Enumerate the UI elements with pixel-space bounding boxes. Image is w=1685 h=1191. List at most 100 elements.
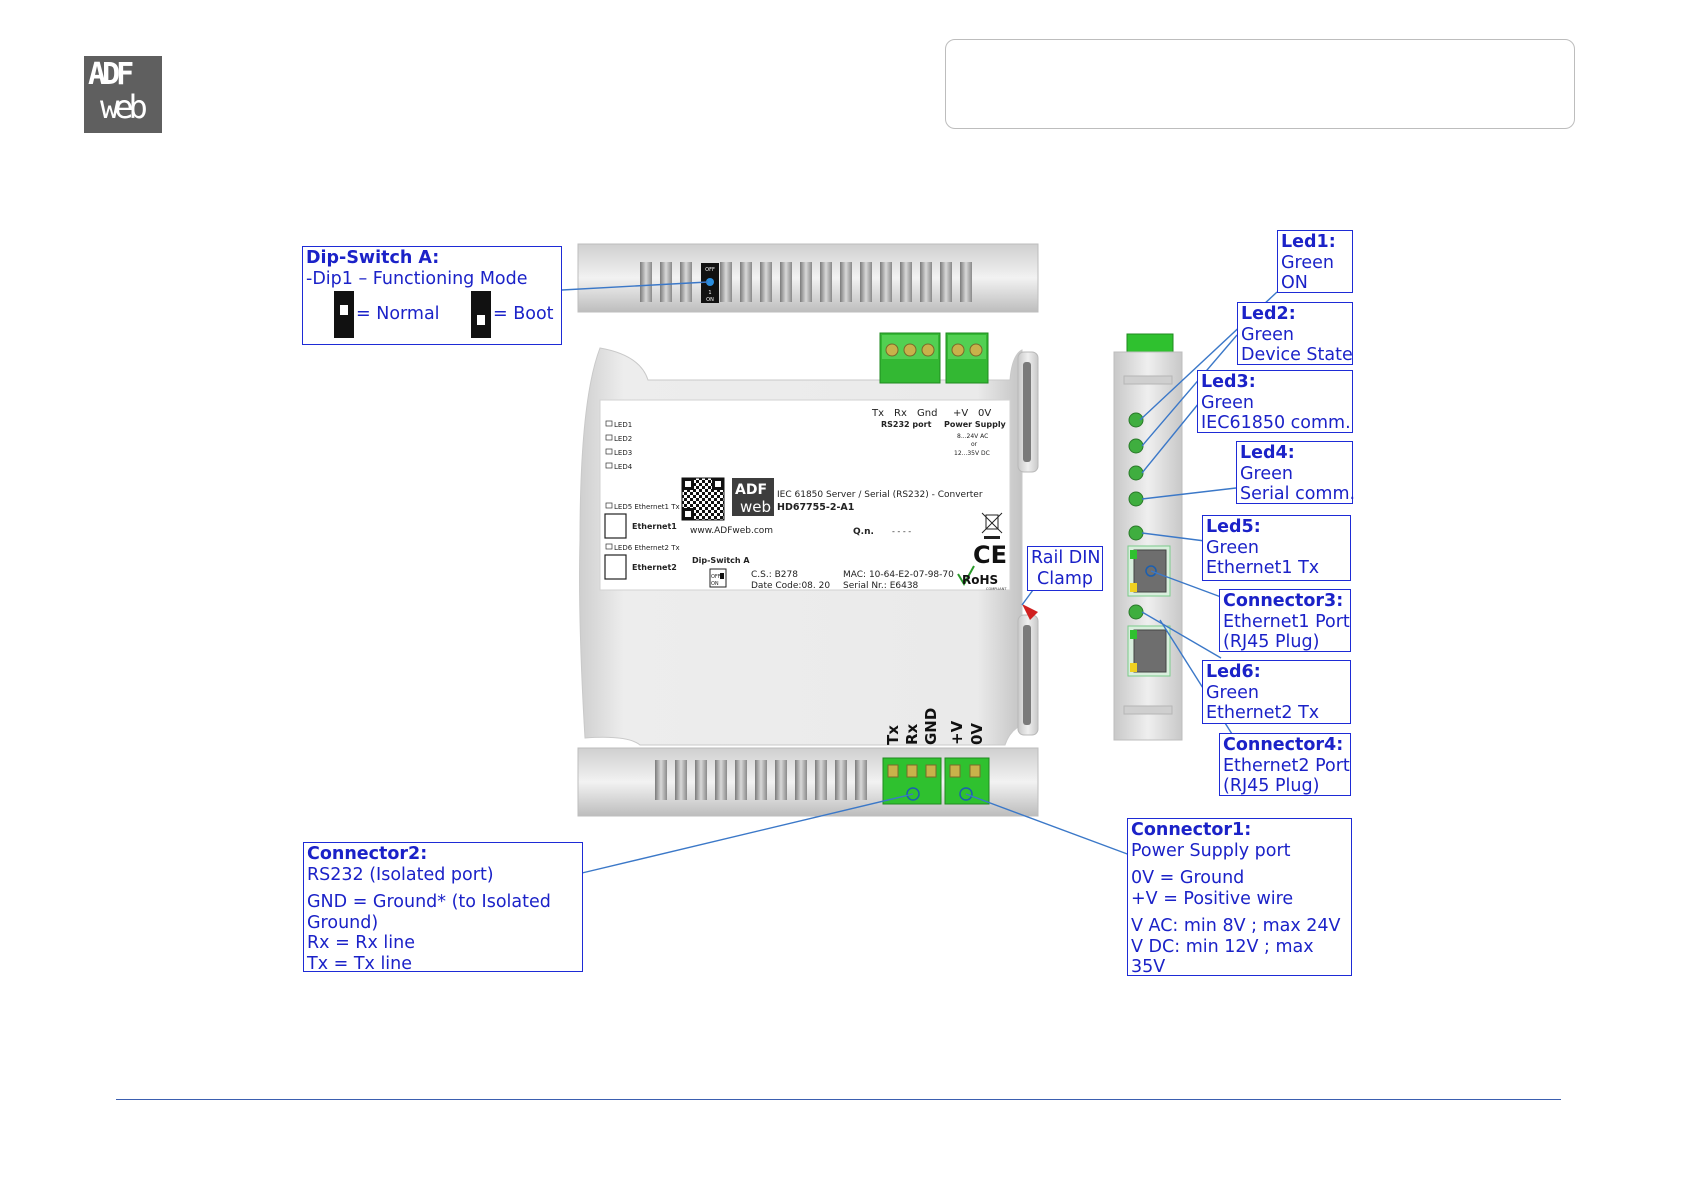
label-term-0v: 0V — [978, 408, 991, 419]
label-rohs: RoHS — [962, 573, 998, 587]
footer-divider — [116, 1099, 1561, 1100]
label-ps-dc: 12...35V DC — [954, 450, 990, 457]
top-dip-num: 1 — [708, 290, 711, 296]
callout-rail-din-line2: Clamp — [1037, 568, 1093, 589]
callout-connector1-line5: V DC: min 12V ; max — [1131, 936, 1314, 957]
dip-boot-label: = Boot — [493, 304, 554, 324]
callout-connector2-line2: GND = Ground* (to Isolated — [307, 892, 551, 912]
label-qn: Q.n. — [853, 527, 874, 537]
side-rj45-port-1 — [1127, 545, 1171, 597]
callout-connector2-line1: RS232 (Isolated port) — [307, 864, 494, 885]
front-terminal-block-power — [945, 332, 989, 384]
label-weee-icon — [981, 512, 1003, 539]
label-term-tx: Tx — [871, 408, 884, 419]
callout-led3-title: Led3: — [1201, 372, 1256, 392]
callout-connector3-line1: Ethernet1 Port — [1223, 611, 1350, 632]
callout-led4-line2: Serial comm. — [1240, 484, 1356, 504]
label-ethernet2: Ethernet2 — [632, 563, 677, 572]
top-dip-off: OFF — [705, 267, 715, 273]
callout-dip-switch-modes: = Normal = Boot — [306, 289, 558, 341]
callout-dip-switch-title: Dip-Switch A: — [306, 248, 440, 268]
dip-normal-icon — [334, 291, 354, 338]
callout-rail-din-line1: Rail DIN — [1031, 548, 1101, 568]
callout-led5: Led5: Green Ethernet1 Tx — [1202, 515, 1351, 581]
label-logo-line1: ADF — [735, 482, 767, 498]
callout-led1-line2: ON — [1281, 273, 1308, 293]
callout-led4-line1: Green — [1240, 463, 1293, 484]
label-ethernet1: Ethernet1 — [632, 522, 677, 531]
callout-led2-title: Led2: — [1241, 304, 1296, 324]
label-led1: LED1 — [614, 421, 632, 429]
callout-rail-din: Rail DIN Clamp — [1027, 546, 1103, 591]
callout-led2-line2: Device State — [1241, 345, 1353, 365]
bottom-vent-fins — [655, 760, 867, 800]
callout-connector2-line5: Tx = Tx line — [307, 953, 413, 974]
callout-connector3-line2: (RJ45 Plug) — [1223, 632, 1320, 652]
callout-connector2-line4: Rx = Rx line — [307, 933, 415, 953]
label-qr-code — [681, 477, 725, 521]
callout-led1: Led1: Green ON — [1277, 230, 1353, 293]
label-rohs-mark: RoHS COMPLIANT — [957, 565, 1007, 591]
callout-led4: Led4: Green Serial comm. — [1236, 441, 1356, 504]
top-dip-on: ON — [706, 297, 714, 303]
device-label — [599, 399, 1011, 591]
front-terminal-block-rs232 — [879, 332, 941, 384]
side-rj45-port-2 — [1127, 625, 1171, 677]
label-dip-switch: Dip-Switch A — [692, 556, 750, 565]
device-bottom-view: Tx Rx GND +V 0V — [577, 708, 1039, 817]
adfweb-logo: ADF web — [84, 56, 162, 133]
callout-led4-title: Led4: — [1240, 443, 1295, 463]
side-leds — [1128, 412, 1144, 620]
callout-connector1-line3: +V = Positive wire — [1131, 888, 1294, 909]
callout-connector2-title: Connector2: — [307, 844, 428, 864]
label-led4: LED4 — [614, 463, 633, 471]
label-power-supply: Power Supply — [944, 420, 1007, 429]
callout-led6-line1: Green — [1206, 682, 1259, 703]
callout-led2-line1: Green — [1241, 324, 1294, 345]
label-ps-or: or — [971, 441, 978, 448]
bottom-term-0v: 0V — [968, 723, 986, 745]
bottom-term-rx: Rx — [903, 723, 921, 745]
label-led6: LED6 Ethernet2 Tx — [614, 544, 680, 552]
callout-led2: Led2: Green Device State — [1237, 302, 1353, 365]
callout-connector2: Connector2: RS232 (Isolated port) GND = … — [303, 842, 583, 974]
callout-led3-line1: Green — [1201, 392, 1254, 413]
callout-connector1-line6: 35V — [1131, 957, 1166, 977]
callout-dip-switch-line1: -Dip1 – Functioning Mode — [306, 268, 528, 289]
label-date-code: Date Code:08. 20 — [751, 581, 830, 591]
callout-led3: Led3: Green IEC61850 comm. — [1197, 370, 1353, 433]
logo-line1: ADF — [88, 57, 134, 92]
label-term-plusv: +V — [953, 408, 968, 419]
label-website: www.ADFweb.com — [690, 526, 773, 536]
callout-led1-line1: Green — [1281, 252, 1334, 273]
logo-line2: web — [100, 88, 148, 126]
callout-led6-line2: Ethernet2 Tx — [1206, 703, 1320, 723]
label-term-gnd: Gnd — [917, 408, 937, 419]
label-rohs-compliant: COMPLIANT — [986, 587, 1007, 591]
label-term-rx: Rx — [894, 408, 907, 419]
callout-led1-title: Led1: — [1281, 232, 1336, 252]
callout-connector1-line2: 0V = Ground — [1131, 868, 1245, 888]
top-vent-fins — [640, 262, 972, 302]
callout-connector3-title: Connector3: — [1223, 591, 1344, 611]
callout-connector3: Connector3: Ethernet1 Port (RJ45 Plug) — [1219, 589, 1351, 652]
label-qn-value: - - - - — [892, 527, 911, 536]
label-logo-line2: web — [740, 498, 771, 516]
label-led3: LED3 — [614, 449, 632, 457]
label-product-code: HD67755-2-A1 — [777, 502, 854, 513]
label-dip-on: ON — [711, 581, 719, 587]
callout-connector4-line1: Ethernet2 Port — [1223, 755, 1350, 776]
device-front-view: LED1 LED2 LED3 LED4 LED5 Ethernet1 Tx Et… — [579, 332, 1039, 746]
callout-led6: Led6: Green Ethernet2 Tx — [1202, 660, 1351, 724]
label-product-info: IEC 61850 Server / Serial (RS232) - Conv… — [690, 490, 983, 591]
dip-normal-label: = Normal — [356, 304, 440, 324]
label-led5: LED5 Ethernet1 Tx — [614, 503, 680, 511]
bottom-term-gnd: GND — [922, 708, 940, 745]
callout-connector4: Connector4: Ethernet2 Port (RJ45 Plug) — [1219, 733, 1351, 796]
label-top-terminals: Tx Rx Gnd +V 0V RS232 port Power Supply … — [871, 408, 1007, 457]
callout-connector1-title: Connector1: — [1131, 820, 1252, 840]
header-box — [945, 39, 1575, 129]
bottom-terminal-labels: Tx Rx GND +V 0V — [884, 708, 986, 745]
callout-dip-switch: Dip-Switch A: -Dip1 – Functioning Mode =… — [302, 246, 562, 345]
bottom-term-tx: Tx — [884, 725, 902, 745]
